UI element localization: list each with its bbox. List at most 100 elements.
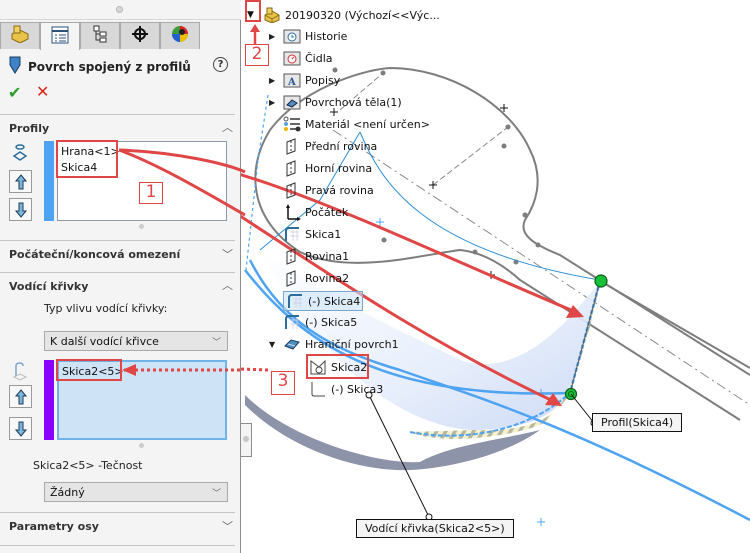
expand-chevron-icon[interactable]: ﹀ [222,520,233,533]
crosshair-icon [131,25,149,47]
property-manager: Povrch spojený z profilů ? ✔ ✕ Profily ︿… [0,0,241,553]
chevron-down-icon: ﹀ [211,489,221,499]
dropdown-value: Žádný [50,486,85,499]
history-folder-icon [283,27,301,45]
tree-item-horni-rovina[interactable]: Horní rovina [269,159,372,177]
tree-item-label: Přední rovina [305,139,378,153]
section-header-start-end[interactable]: Počáteční/koncová omezení [9,248,181,261]
sketch-icon [286,292,304,310]
tree-item-label: Čidla [305,51,333,65]
sketch-icon [283,313,301,331]
tree-item-label: Skica1 [305,227,342,241]
tree-item-skica3[interactable]: (-) Skica3 [309,380,383,398]
help-button[interactable]: ? [213,57,228,72]
tree-item-skica4[interactable]: (-) Skica4 [269,291,364,311]
feature-title: Povrch spojený z profilů [8,56,191,78]
tree-item-label: Popisy [305,73,341,87]
boundary-surface-feature-icon [8,56,22,78]
plane-icon [283,137,301,155]
callout-2: 2 [245,44,269,66]
list-item[interactable]: Skica2<5> [62,365,124,378]
feature-manager-tree: ▼ 20190320 (Výchozí<<Výc... ▶ Historie Č… [243,0,750,553]
guide-move-up-button[interactable] [9,385,32,408]
panel-grip[interactable] [0,0,241,20]
resize-handle-icon[interactable] [139,224,144,229]
part-icon [10,25,30,47]
expand-icon[interactable]: ▶ [269,97,276,107]
sensors-folder-icon [283,49,301,67]
collapse-tree-icon[interactable]: ▼ [247,10,254,20]
tree-item-historie[interactable]: ▶ Historie [269,27,347,45]
tree-item-cidla[interactable]: Čidla [269,49,333,67]
part-icon [263,6,281,24]
tree-item-popisy[interactable]: ▶ A Popisy [269,71,340,89]
guide-move-down-button[interactable] [9,417,32,440]
arrow-down-icon [14,202,27,218]
tree-root-label: 20190320 (Výchozí<<Výc... [285,8,440,22]
tab-appearance[interactable] [160,22,200,49]
cancel-button[interactable]: ✕ [36,82,50,101]
tree-item-skica1[interactable]: Skica1 [269,225,341,243]
selected-highlight: (-) Skica4 [283,291,364,311]
tab-propertymanager[interactable] [40,22,80,50]
divider [0,512,235,513]
divider [0,545,235,546]
tree-item-predni-rovina[interactable]: Přední rovina [269,137,377,155]
influence-type-dropdown[interactable]: K další vodící křivce ﹀ [44,331,228,351]
divider [0,240,235,241]
callout-box-profiles [56,140,118,178]
config-tree-icon [91,25,109,47]
section-header-axis[interactable]: Parametry osy [9,520,99,533]
expand-icon[interactable]: ▶ [269,75,276,85]
panel-splitter-handle[interactable] [241,423,252,457]
annotations-folder-icon: A [283,71,301,89]
tree-item-skica2[interactable]: Skica2 [309,358,367,376]
profile-selection-icon [12,143,28,167]
move-up-button[interactable] [9,170,32,193]
tree-item-label: Pravá rovina [305,183,374,197]
chevron-down-icon: ﹀ [211,338,221,348]
collapse-chevron-icon[interactable]: ︿ [222,279,233,292]
arrow-down-icon [14,421,27,437]
tab-configuration[interactable] [80,22,120,49]
tree-item-povrchova-tela[interactable]: ▶ Povrchová těla(1) [269,93,402,111]
list-item[interactable]: Hrana<1> [61,145,120,158]
guide-curves-list[interactable]: Skica2<5> [57,360,227,440]
tree-item-label: Horní rovina [305,161,373,175]
tree-item-label: Hraniční povrch1 [305,337,399,351]
callout-box-guides [56,359,122,381]
tree-item-hranicni-povrch1[interactable]: ▼ Hraniční povrch1 [269,335,399,353]
tree-item-material[interactable]: Materiál <není určen> [269,115,430,133]
profile-tag[interactable]: Profil(Skica4) [592,413,683,432]
collapse-icon[interactable]: ▼ [269,339,276,349]
divider [0,114,235,115]
tab-featuremanager[interactable] [0,22,40,49]
section-header-guides[interactable]: Vodící křivky [9,280,89,293]
tree-item-pocatek[interactable]: Počátek [269,203,348,221]
collapse-chevron-icon[interactable]: ︿ [222,121,233,134]
tree-item-rovina2[interactable]: Rovina2 [269,269,349,287]
list-item[interactable]: Skica4 [61,161,98,174]
tree-item-prava-rovina[interactable]: Pravá rovina [269,181,374,199]
tree-item-label: Historie [305,29,348,43]
tree-item-rovina1[interactable]: Rovina1 [269,247,349,265]
ok-button[interactable]: ✔ [8,83,22,102]
tangency-dropdown[interactable]: Žádný ﹀ [44,482,228,502]
color-wheel-icon [171,25,189,47]
tab-dimxpert[interactable] [120,22,160,49]
guide-curve-selection-icon [12,362,28,386]
profile-end-handle [594,274,608,288]
sketch-icon [283,225,301,243]
guide-curve-tag[interactable]: Vodící křivka(Skica2<5>) [356,519,514,538]
grip-handle-icon[interactable] [116,6,123,13]
tree-item-skica5[interactable]: (-) Skica5 [269,313,357,331]
callout-1: 1 [139,182,163,204]
sketch-icon [309,380,327,398]
move-down-button[interactable] [9,198,32,221]
surface-bodies-folder-icon [283,93,301,111]
tree-root[interactable]: ▼ 20190320 (Výchozí<<Výc... [247,6,440,24]
expand-chevron-icon[interactable]: ﹀ [222,248,233,261]
expand-icon[interactable]: ▶ [269,31,276,41]
section-header-profiles[interactable]: Profily [9,122,50,135]
resize-handle-icon[interactable] [139,443,144,448]
